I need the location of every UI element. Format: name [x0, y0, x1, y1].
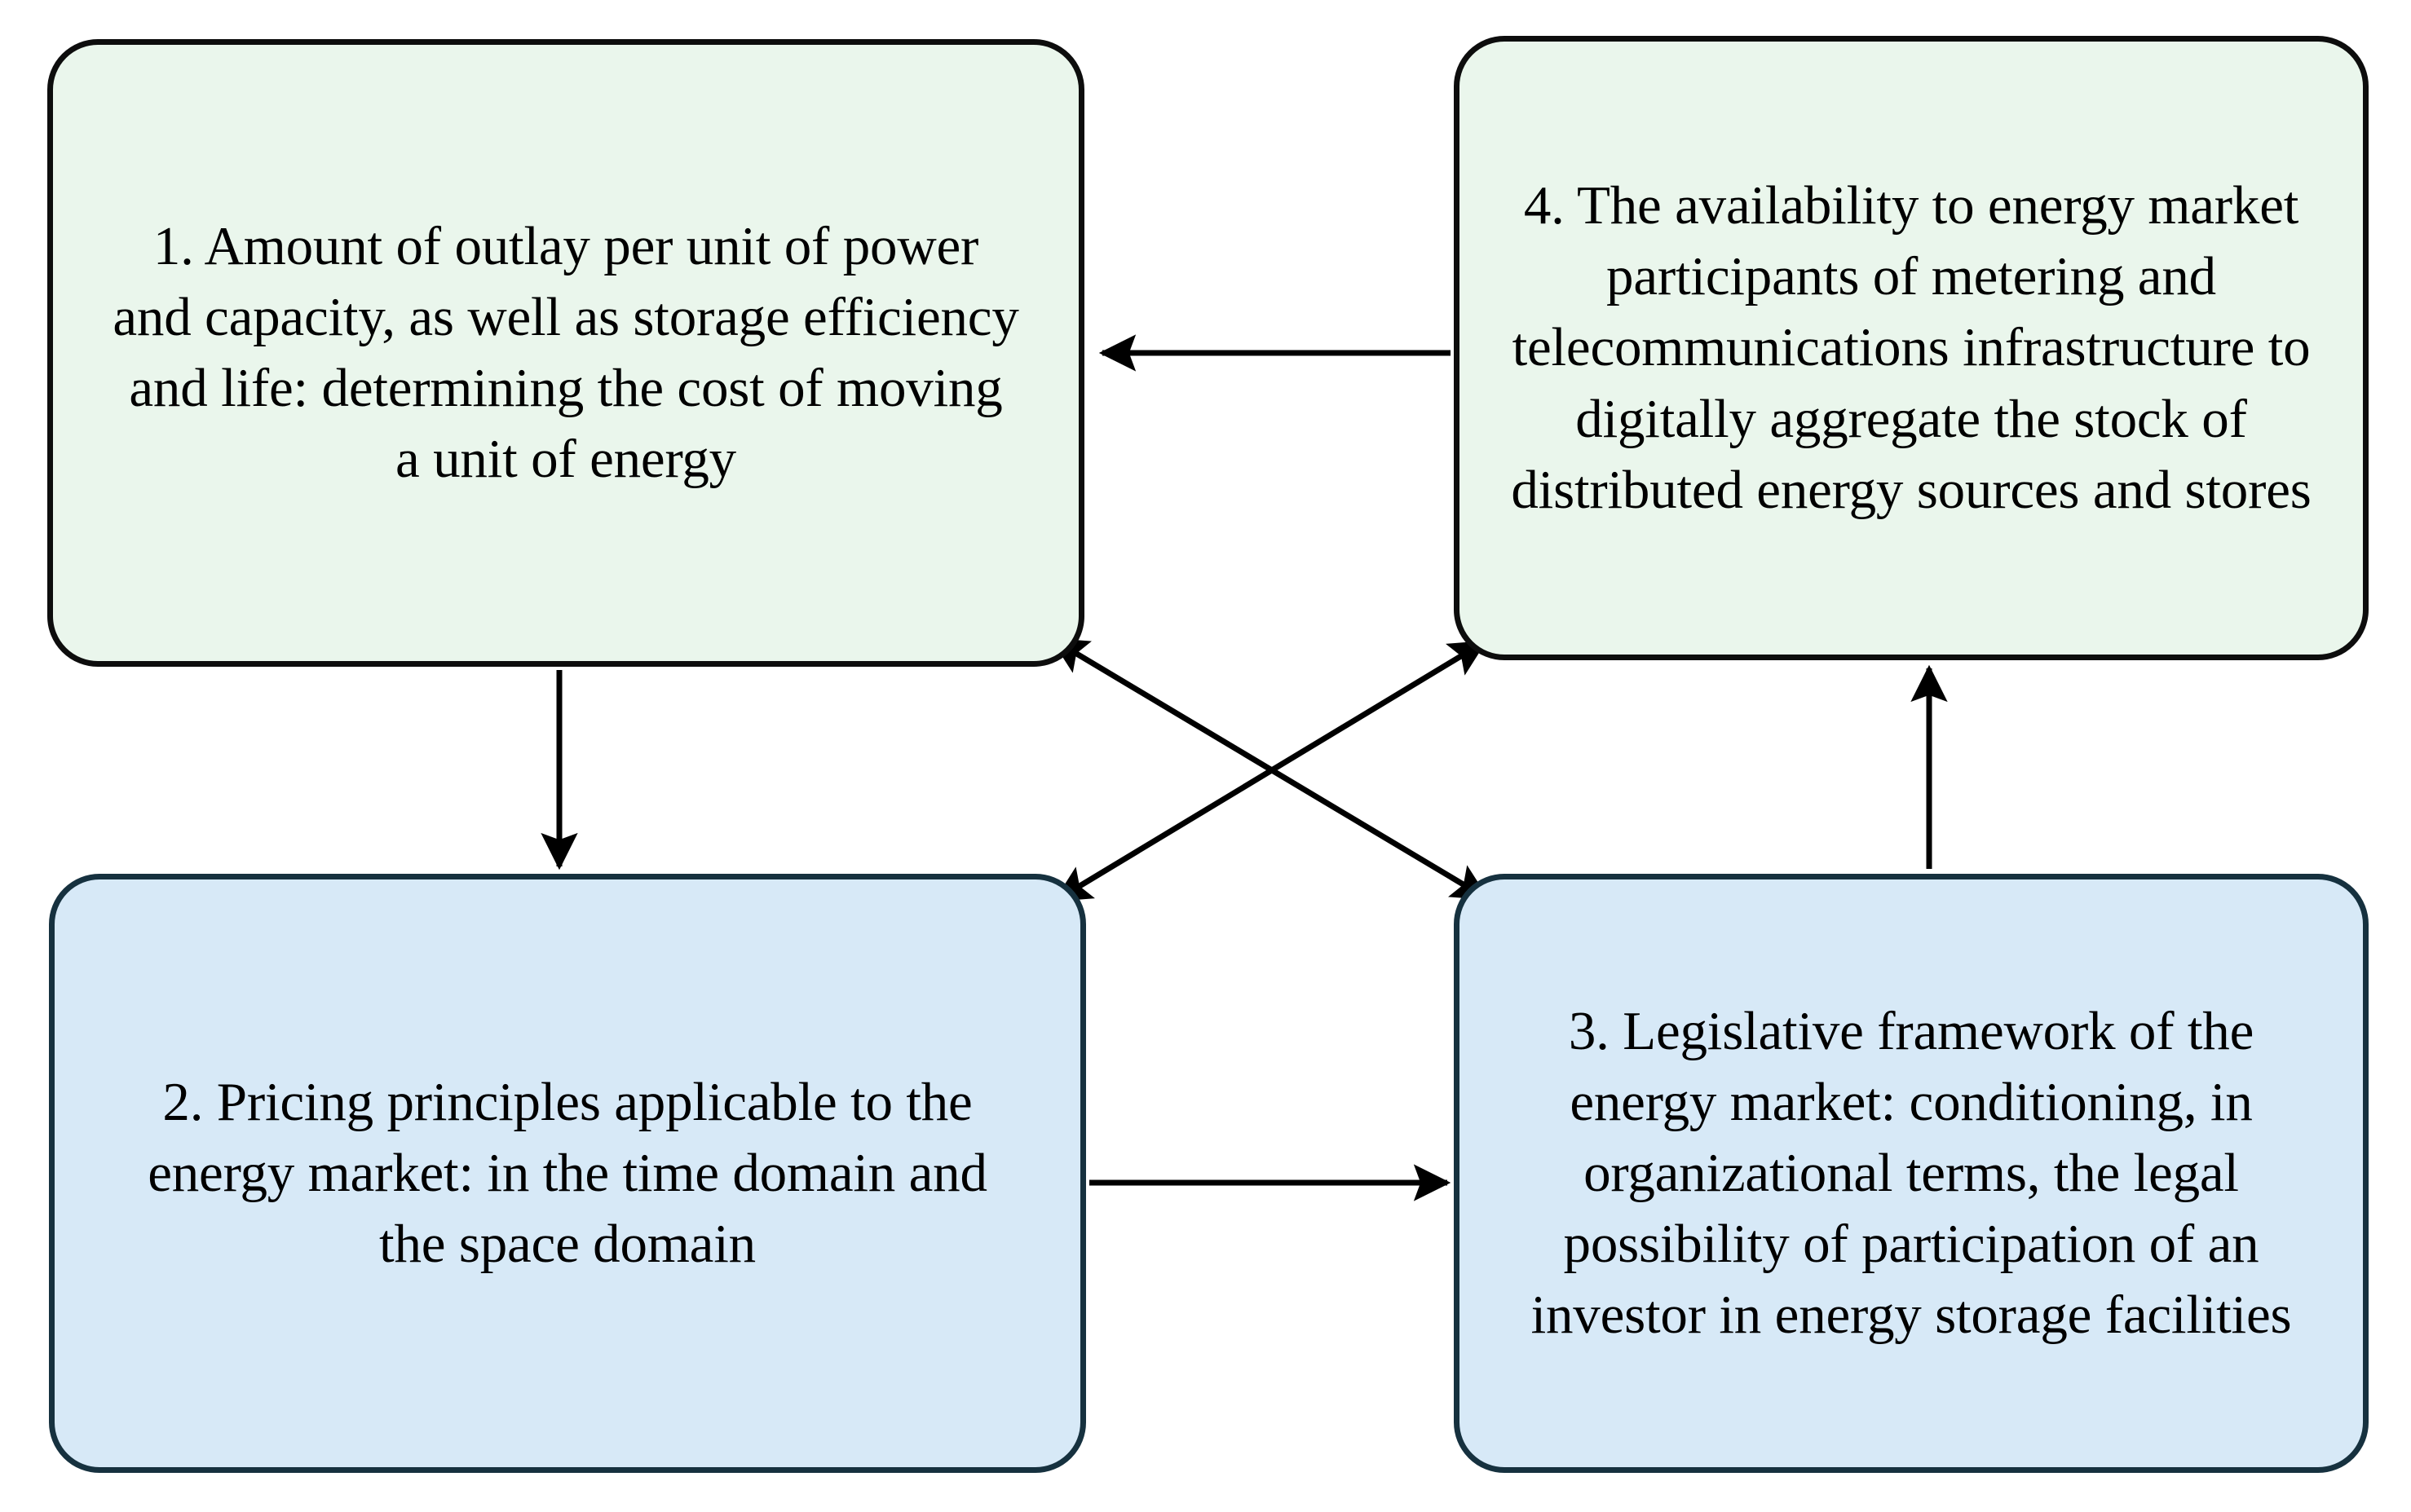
node-3-label: 3. Legislative framework of the energy m…	[1530, 1000, 2292, 1346]
edge-1-to-3-bidirectional	[1050, 637, 1490, 901]
node-1-outlay-per-unit[interactable]: 1. Amount of outlay per unit of power an…	[47, 39, 1084, 667]
node-2-pricing-principles[interactable]: 2. Pricing principles applicable to the …	[49, 874, 1086, 1473]
node-2-label: 2. Pricing principles applicable to the …	[148, 1071, 987, 1275]
node-1-label: 1. Amount of outlay per unit of power an…	[113, 215, 1019, 490]
node-4-label: 4. The availability to energy market par…	[1511, 175, 2312, 520]
node-3-legislative-framework[interactable]: 3. Legislative framework of the energy m…	[1454, 874, 2369, 1473]
edge-2-to-4-bidirectional	[1053, 640, 1487, 902]
node-4-metering-availability[interactable]: 4. The availability to energy market par…	[1454, 36, 2369, 660]
